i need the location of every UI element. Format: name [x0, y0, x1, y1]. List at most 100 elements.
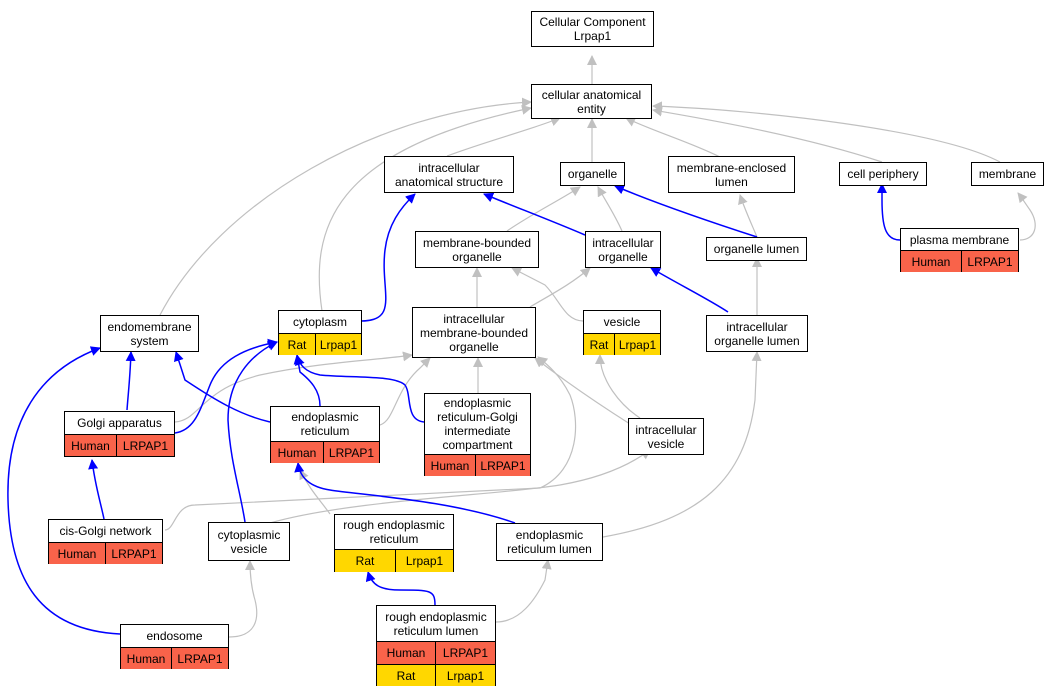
species-cell: Human — [49, 543, 105, 564]
node-endomembrane-system[interactable]: endomembrane system — [100, 315, 199, 352]
edge-rerlumen-to-erlumen — [495, 559, 552, 623]
node-vesicle[interactable]: vesicle Rat Lrpap1 — [583, 310, 661, 355]
edge-endosome-part-of-endomembrane — [7, 346, 121, 635]
node-label: membrane — [978, 167, 1037, 181]
gene-cell: LRPAP1 — [435, 642, 495, 664]
edge-cytoplasm-part-of-ias — [360, 193, 416, 322]
node-golgi-apparatus[interactable]: Golgi apparatus Human LRPAP1 — [64, 411, 175, 457]
node-intracellular-membrane-bounded-organelle[interactable]: intracellular membrane-bounded organelle — [412, 307, 536, 358]
edge-iolumen-part-of-io — [650, 267, 729, 313]
edge-cellperiphery-to-entity — [652, 106, 883, 163]
node-cellular-anatomical-entity[interactable]: cellular anatomical entity — [531, 84, 652, 119]
species-cell: Human — [121, 648, 171, 669]
node-label: intracellular organelle — [592, 235, 654, 264]
edge-orglumen-to-mel — [738, 194, 758, 238]
node-endoplasmic-reticulum[interactable]: endoplasmic reticulum Human LRPAP1 — [270, 406, 380, 463]
edge-rerlumen-part-of-rer — [365, 571, 436, 606]
node-cytoplasm[interactable]: cytoplasm Rat Lrpap1 — [278, 310, 362, 355]
node-label: cis-Golgi network — [59, 524, 152, 538]
edge-erlumen-part-of-er — [294, 462, 516, 524]
species-cell: Rat — [584, 334, 614, 355]
node-label: rough endoplasmic reticulum — [343, 518, 445, 546]
node-label: intracellular vesicle — [635, 422, 697, 451]
annotation-row: Human LRPAP1 — [425, 454, 530, 476]
edge-mel-to-entity — [625, 117, 721, 158]
edge-er-part-of-cytoplasm — [293, 354, 321, 407]
edge-io-to-organelle — [597, 186, 623, 232]
species-cell: Human — [425, 455, 475, 476]
edge-ivesicle-to-imbo — [534, 357, 631, 425]
node-label: organelle — [567, 167, 618, 181]
node-intracellular-organelle[interactable]: intracellular organelle — [585, 231, 661, 268]
node-label: endosome — [146, 629, 203, 643]
node-er-golgi-intermediate-compartment[interactable]: endoplasmic reticulum-Golgi intermediate… — [424, 393, 531, 476]
node-label: cytoplasm — [292, 315, 348, 329]
edge-cytoves-part-of-cytoplasm — [227, 341, 278, 523]
edge-membrane-self — [1017, 192, 1036, 241]
annotation-row: Rat Lrpap1 — [584, 333, 660, 355]
edge-io-part-of-ias — [483, 192, 586, 236]
node-label: endoplasmic reticulum — [291, 410, 359, 438]
node-intracellular-vesicle[interactable]: intracellular vesicle — [628, 418, 704, 455]
node-label: intracellular organelle lumen — [714, 319, 800, 348]
gene-cell: LRPAP1 — [323, 442, 379, 463]
node-label: membrane-enclosed lumen — [676, 160, 787, 189]
node-intracellular-organelle-lumen[interactable]: intracellular organelle lumen — [706, 315, 808, 352]
edge-er-part-of-endomembrane — [173, 351, 271, 423]
node-label: rough endoplasmic reticulum lumen — [385, 609, 487, 638]
node-label: endoplasmic reticulum-Golgi intermediate… — [437, 396, 518, 452]
node-label: membrane-bounded organelle — [422, 235, 532, 264]
edge-orglumen-part-of-organelle — [614, 184, 758, 238]
annotation-row: Rat Lrpap1 — [279, 333, 361, 355]
edge-mbo-to-organelle — [506, 186, 581, 232]
node-membrane-bounded-organelle[interactable]: membrane-bounded organelle — [415, 231, 539, 268]
node-label: intracellular anatomical structure — [394, 160, 504, 189]
species-cell: Human — [901, 251, 961, 272]
node-endoplasmic-reticulum-lumen[interactable]: endoplasmic reticulum lumen — [496, 523, 603, 561]
edge-vesicle-to-mbo — [511, 267, 584, 322]
node-organelle[interactable]: organelle — [560, 162, 625, 186]
node-label: cytoplasmic vesicle — [217, 527, 281, 556]
node-cellular-component[interactable]: Cellular Component Lrpap1 — [531, 11, 654, 47]
node-organelle-lumen[interactable]: organelle lumen — [706, 237, 807, 261]
gene-cell: LRPAP1 — [105, 543, 162, 564]
node-rough-er-lumen[interactable]: rough endoplasmic reticulum lumen Human … — [376, 605, 496, 686]
edge-membrane-to-entity — [652, 101, 1001, 163]
edge-cytoves-to-ivesicle — [269, 449, 651, 524]
edge-ias-to-entity — [446, 116, 561, 157]
node-cell-periphery[interactable]: cell periphery — [839, 162, 927, 186]
node-cis-golgi-network[interactable]: cis-Golgi network Human LRPAP1 — [48, 519, 163, 564]
edge-golgi-to-imbo — [174, 351, 413, 423]
gene-cell: LRPAP1 — [961, 251, 1018, 272]
node-membrane-enclosed-lumen[interactable]: membrane-enclosed lumen — [668, 156, 795, 193]
node-rough-endoplasmic-reticulum[interactable]: rough endoplasmic reticulum Rat Lrpap1 — [334, 514, 454, 572]
annotation-row: Rat Lrpap1 — [377, 664, 495, 686]
edge-ivesicle-to-vesicle — [595, 354, 641, 419]
edge-endosome-to-cytoves — [228, 560, 258, 638]
annotation-row: Human LRPAP1 — [271, 441, 379, 463]
edge-golgi-part-of-endomembrane — [125, 351, 136, 411]
node-plasma-membrane[interactable]: plasma membrane Human LRPAP1 — [900, 228, 1019, 272]
node-label: organelle lumen — [713, 242, 800, 256]
gene-cell: Lrpap1 — [395, 550, 453, 572]
node-label: cellular anatomical entity — [541, 87, 642, 116]
annotation-row: Human LRPAP1 — [121, 647, 228, 669]
gene-cell: Lrpap1 — [315, 334, 361, 355]
annotation-row: Human LRPAP1 — [49, 542, 162, 564]
annotation-row: Human LRPAP1 — [901, 250, 1018, 272]
node-intracellular-anatomical-structure[interactable]: intracellular anatomical structure — [384, 156, 514, 193]
edge-cisgolgi-part-of-golgi — [88, 459, 105, 520]
node-membrane[interactable]: membrane — [971, 162, 1044, 186]
edge-ergic-part-of-cytoplasm — [295, 355, 425, 423]
gene-cell: LRPAP1 — [171, 648, 228, 669]
node-cytoplasmic-vesicle[interactable]: cytoplasmic vesicle — [208, 522, 290, 561]
gene-cell: LRPAP1 — [116, 435, 174, 456]
edge-erlumen-to-iolumen — [602, 351, 762, 538]
edge-er-to-imbo — [379, 357, 431, 426]
edge-rer-to-er — [299, 469, 331, 515]
annotation-row: Rat Lrpap1 — [335, 549, 453, 572]
edge-cytoplasm-to-entity — [318, 104, 532, 312]
node-endosome[interactable]: endosome Human LRPAP1 — [120, 624, 229, 669]
